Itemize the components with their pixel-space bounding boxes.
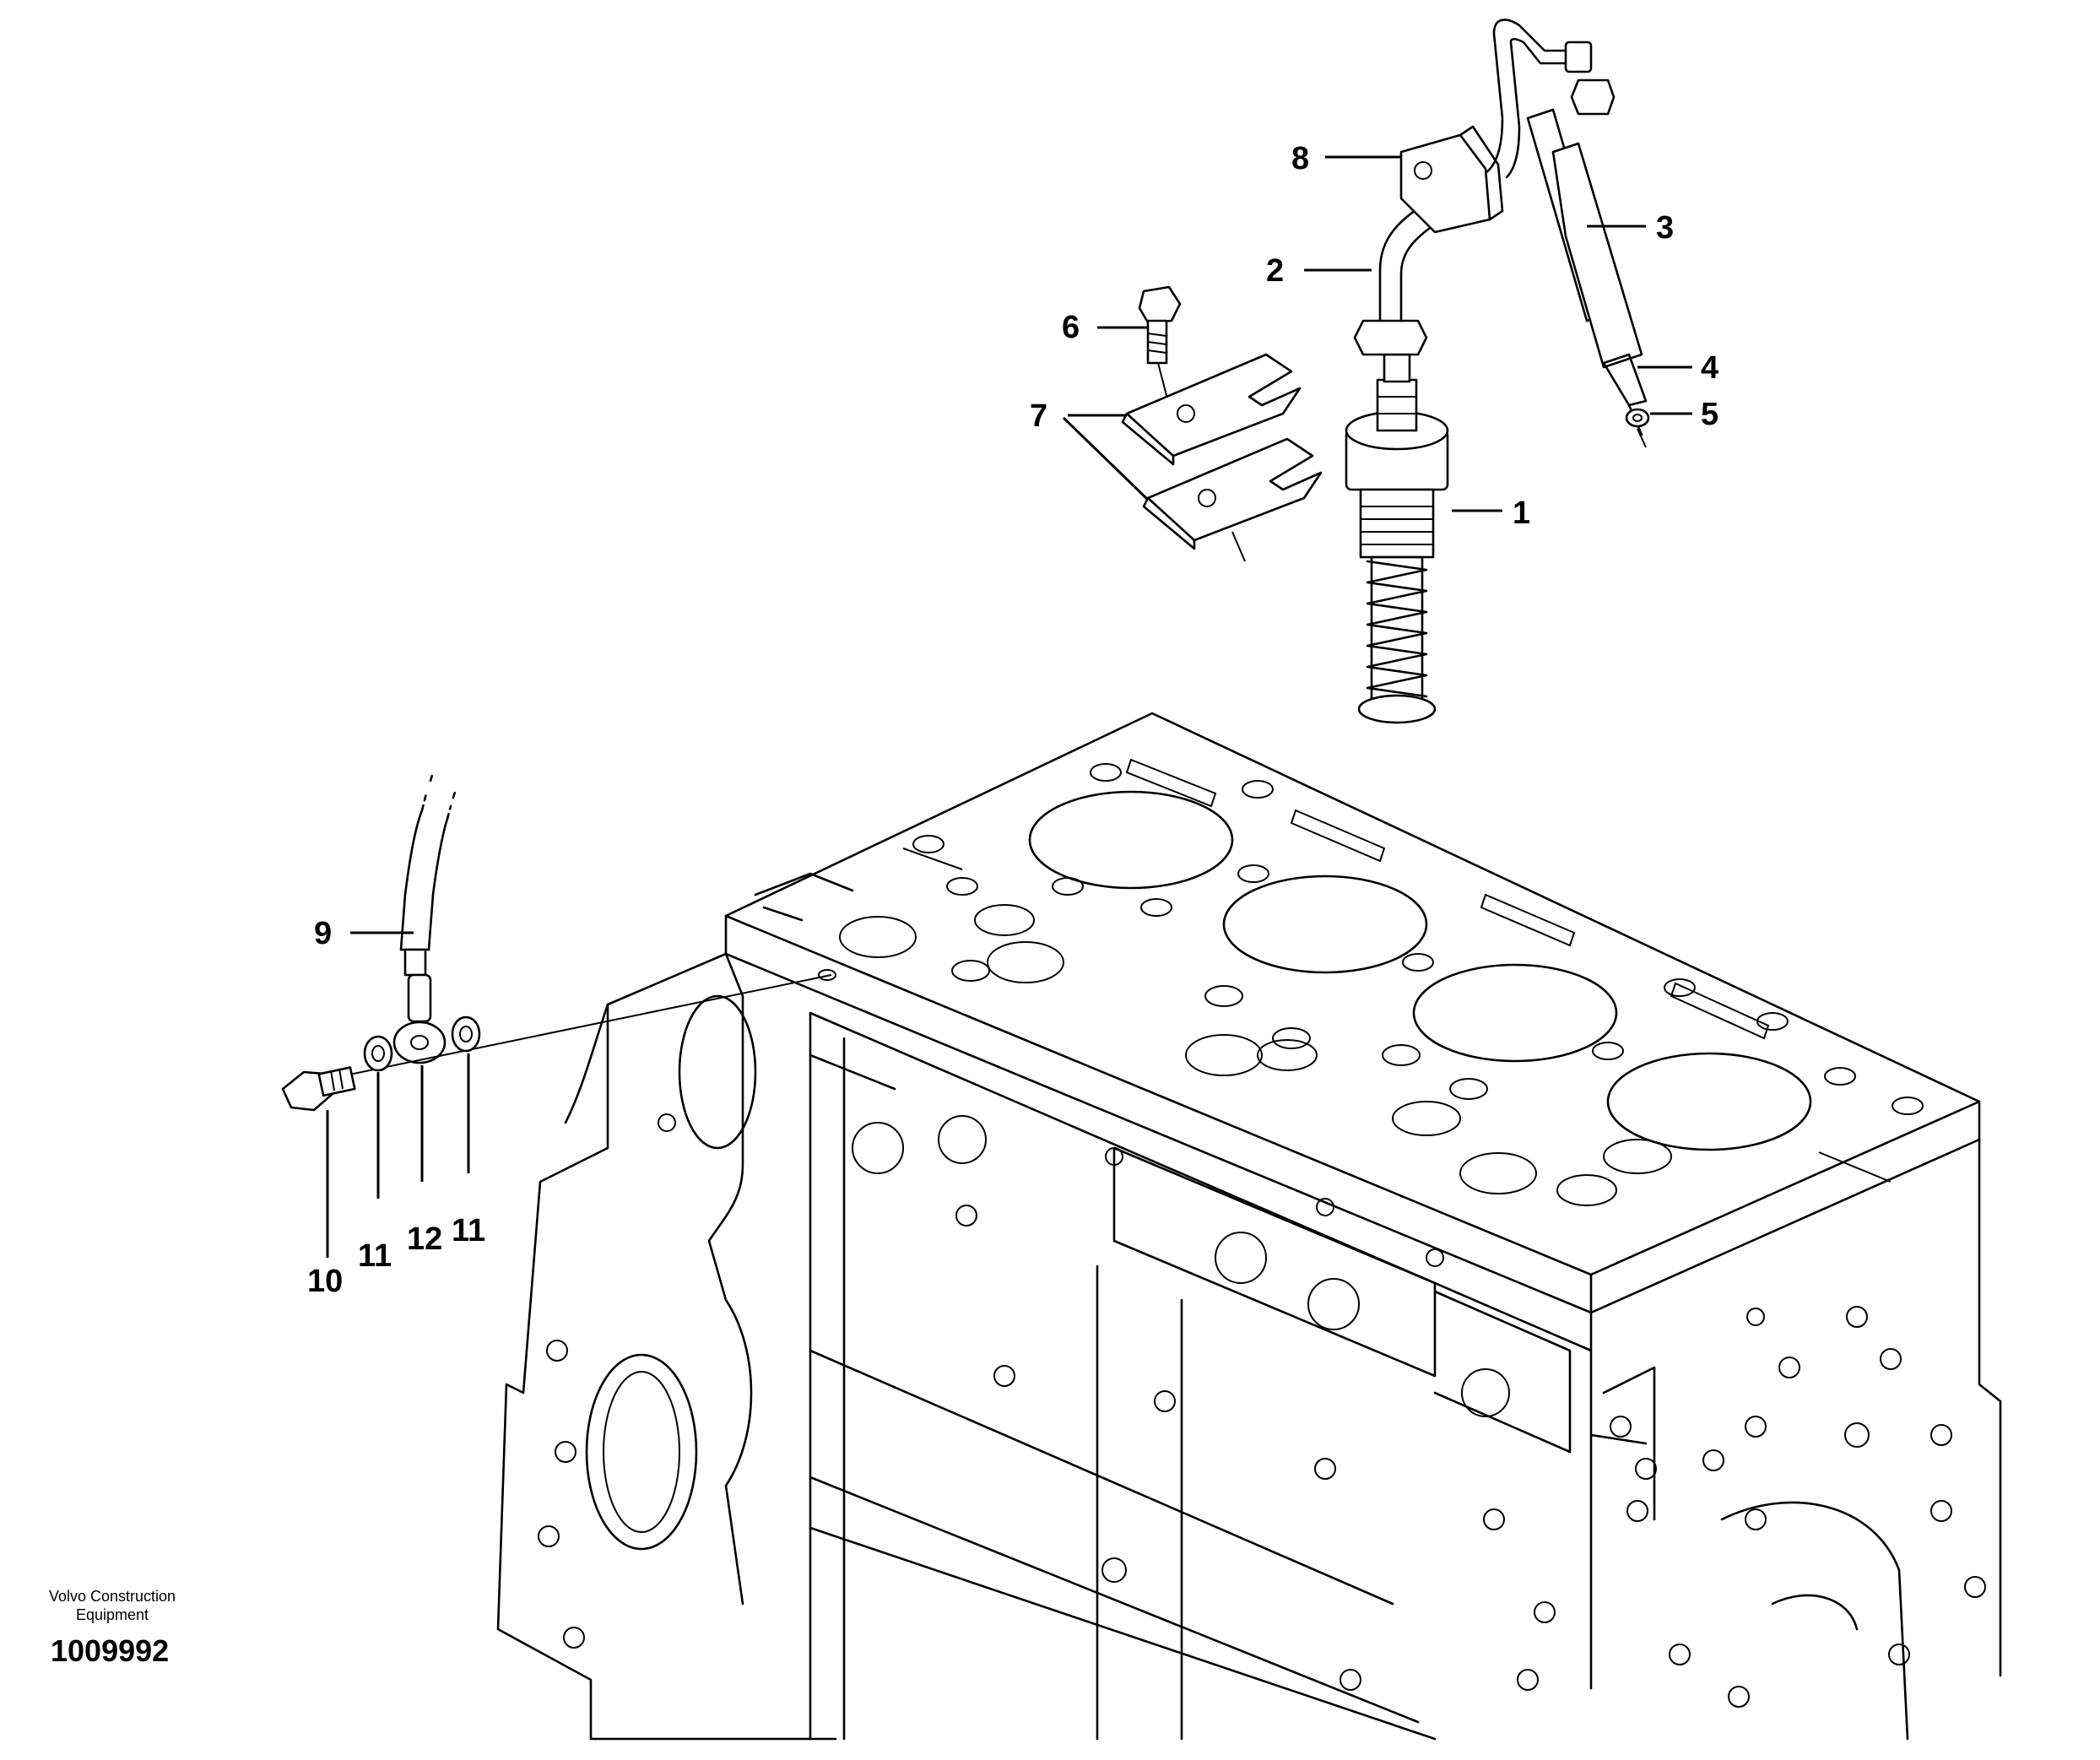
callout-11-right: 11	[452, 1213, 485, 1248]
engine-block	[496, 712, 2002, 1741]
callout-1: 1	[1513, 496, 1530, 531]
unit-pump	[1345, 353, 1449, 724]
callout-2: 2	[1266, 253, 1284, 289]
drawing-number: 1009992	[51, 1633, 170, 1668]
clamp-plates	[1121, 353, 1323, 562]
callout-5: 5	[1701, 397, 1718, 432]
sealing-washer-left	[363, 1035, 393, 1072]
callout-9: 9	[314, 916, 332, 951]
callout-12: 12	[407, 1221, 442, 1257]
clamp-bolt	[1138, 285, 1182, 406]
caption-line-1: Volvo Construction	[48, 1588, 176, 1605]
caption-line-2: Equipment	[75, 1606, 149, 1623]
callout-6: 6	[1062, 310, 1080, 345]
banjo-bolt	[281, 1066, 356, 1112]
callout-leaders	[326, 155, 1692, 1258]
callout-3: 3	[1656, 210, 1674, 246]
fuel-hose	[399, 771, 457, 951]
assembly-axis-line	[320, 974, 832, 1081]
callout-7: 7	[1030, 398, 1047, 434]
injector	[1526, 108, 1648, 436]
callout-4: 4	[1701, 350, 1718, 386]
callout-10: 10	[307, 1264, 343, 1299]
sealing-washer-right	[451, 1015, 481, 1053]
publisher-caption: Volvo Construction Equipment	[32, 1587, 192, 1624]
callout-11-left: 11	[358, 1238, 392, 1274]
injector-washer	[1625, 408, 1650, 448]
pipe-clamp	[1399, 125, 1504, 234]
banjo-fitting	[392, 948, 447, 1064]
callout-8: 8	[1291, 141, 1309, 176]
